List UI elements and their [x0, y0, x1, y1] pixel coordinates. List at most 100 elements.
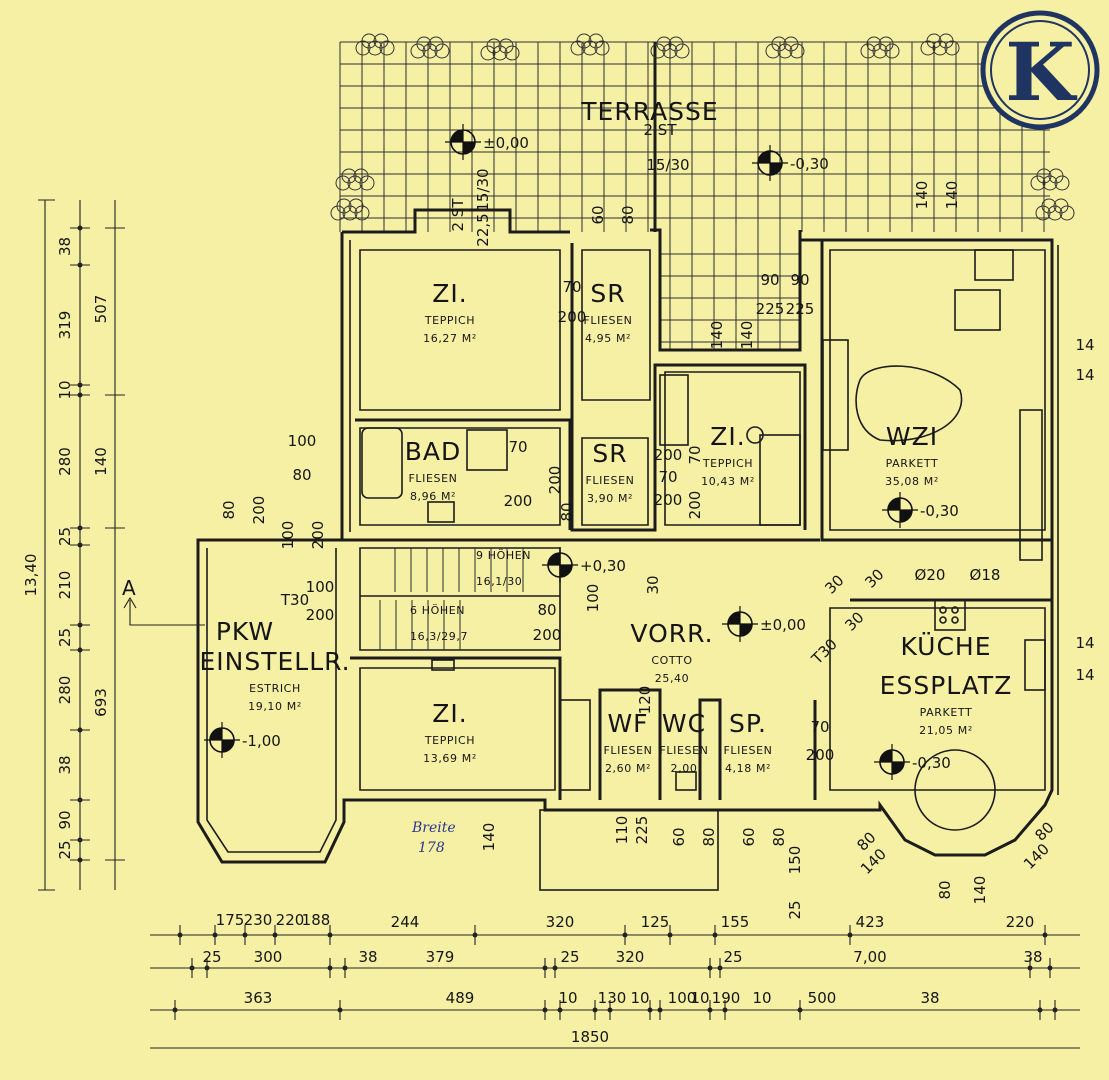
dimension-label: 38	[56, 755, 74, 774]
opening-dimension: 30	[821, 571, 847, 597]
room-name: PKW	[216, 617, 274, 646]
dimension-label: 500	[808, 989, 837, 1007]
opening-dimension: 80	[292, 466, 311, 484]
opening-dimension: 200	[686, 491, 704, 520]
fixtures	[361, 249, 1046, 891]
shrub-icon	[765, 36, 805, 59]
room-area: 2,60 M²	[605, 762, 651, 775]
dimension-label: 25	[56, 840, 74, 859]
opening-dimension: 140	[1020, 840, 1053, 873]
level-marker: +0,30	[542, 547, 626, 583]
opening-dimension: 200	[654, 491, 683, 509]
staircase	[360, 548, 560, 650]
terrace-annotation: 2 ST	[644, 121, 678, 139]
dimension-label: 210	[56, 571, 74, 600]
opening-dimension: 225	[633, 816, 651, 845]
dimension-label: 423	[856, 913, 885, 931]
room-floor: COTTO	[651, 654, 692, 667]
opening-dimension: 80	[936, 880, 954, 899]
room-area: 4,18 M²	[725, 762, 771, 775]
opening-dimension: 200	[654, 446, 683, 464]
dimension-label: 693	[92, 688, 110, 717]
dimension-label: 188	[302, 911, 331, 929]
room-name: BAD	[405, 437, 462, 466]
kitchen-sink-icon	[1024, 639, 1046, 691]
level-marker: -0,30	[874, 744, 951, 780]
opening-dimension: 80	[558, 502, 576, 521]
shrub-icon	[410, 36, 450, 59]
dimension-total: 1850	[571, 1028, 609, 1046]
room-floor: FLIESEN	[583, 314, 632, 327]
opening-dimension: 30	[644, 575, 662, 594]
level-marker: ±0,00	[445, 124, 529, 160]
opening-dimension: 150	[786, 846, 804, 875]
room-name: TERRASSE	[580, 97, 718, 126]
opening-dimension: 100	[288, 432, 317, 450]
room-name: WC	[662, 709, 706, 738]
opening-dimension: 200	[533, 626, 562, 644]
level-marker: -0,30	[752, 145, 829, 181]
room-area: 2,00	[671, 762, 698, 775]
dimension-label: 25	[723, 948, 742, 966]
room-area: 21,05 M²	[919, 724, 973, 737]
level-value: ±0,00	[483, 134, 529, 152]
opening-dimension: 70	[562, 278, 581, 296]
shrub-icon	[335, 168, 375, 191]
level-value: -0,30	[790, 155, 829, 173]
shrub-icon	[330, 198, 370, 221]
room-label-wc: WC FLIESEN 2,00	[659, 709, 708, 775]
room-name: ZI.	[432, 699, 467, 728]
opening-dimension: T30	[280, 591, 309, 609]
dimension-label: 507	[92, 295, 110, 324]
room-floor: TEPPICH	[424, 314, 475, 327]
dimension-label: 140	[92, 447, 110, 476]
dimension-label: 38	[56, 237, 74, 256]
logo-letter: K	[1005, 25, 1077, 119]
opening-dimension: Ø20	[915, 566, 946, 584]
bed-icon	[759, 434, 801, 526]
opening-dimension: 200	[806, 746, 835, 764]
dimension-label: 489	[446, 989, 475, 1007]
room-label-pkw1: PKW	[216, 617, 274, 646]
armchair-icon	[974, 249, 1014, 281]
opening-dimension: 14	[1075, 666, 1094, 684]
opening-dimension: 70	[508, 438, 527, 456]
opening-dimension: 60	[670, 827, 688, 846]
rug-icon	[855, 365, 963, 442]
shrub-icon	[355, 33, 395, 56]
dimension-label: 320	[546, 913, 575, 931]
opening-dimension: 140	[708, 321, 726, 350]
opening-dimension: 200	[558, 308, 587, 326]
room-name: ZI.	[432, 279, 467, 308]
terrace-annotation: 22,5	[474, 213, 492, 246]
room-floor: TEPPICH	[702, 457, 753, 470]
terrace-annotation: 15/30	[474, 168, 492, 211]
sideboard-icon	[822, 339, 849, 451]
opening-dimension: 100	[584, 584, 602, 613]
opening-dimension: 200	[546, 466, 564, 495]
stair-ratio-upper: 16,1/30	[476, 575, 522, 588]
sofa-icon	[954, 289, 1001, 331]
room-floor: TEPPICH	[424, 734, 475, 747]
level-value: +0,30	[580, 557, 626, 575]
exterior-walls	[196, 208, 1059, 864]
dimension-label: 220	[276, 911, 305, 929]
dimension-label: 190	[712, 989, 741, 1007]
room-floor: PARKETT	[920, 706, 973, 719]
terrace-tiles	[339, 41, 1050, 350]
opening-dimension: 140	[943, 181, 961, 210]
dimension-label: 230	[244, 911, 273, 929]
room-floor: FLIESEN	[659, 744, 708, 757]
shrub-icon	[860, 36, 900, 59]
room-area: 35,08 M²	[885, 475, 939, 488]
opening-dimension: 30	[861, 565, 887, 591]
